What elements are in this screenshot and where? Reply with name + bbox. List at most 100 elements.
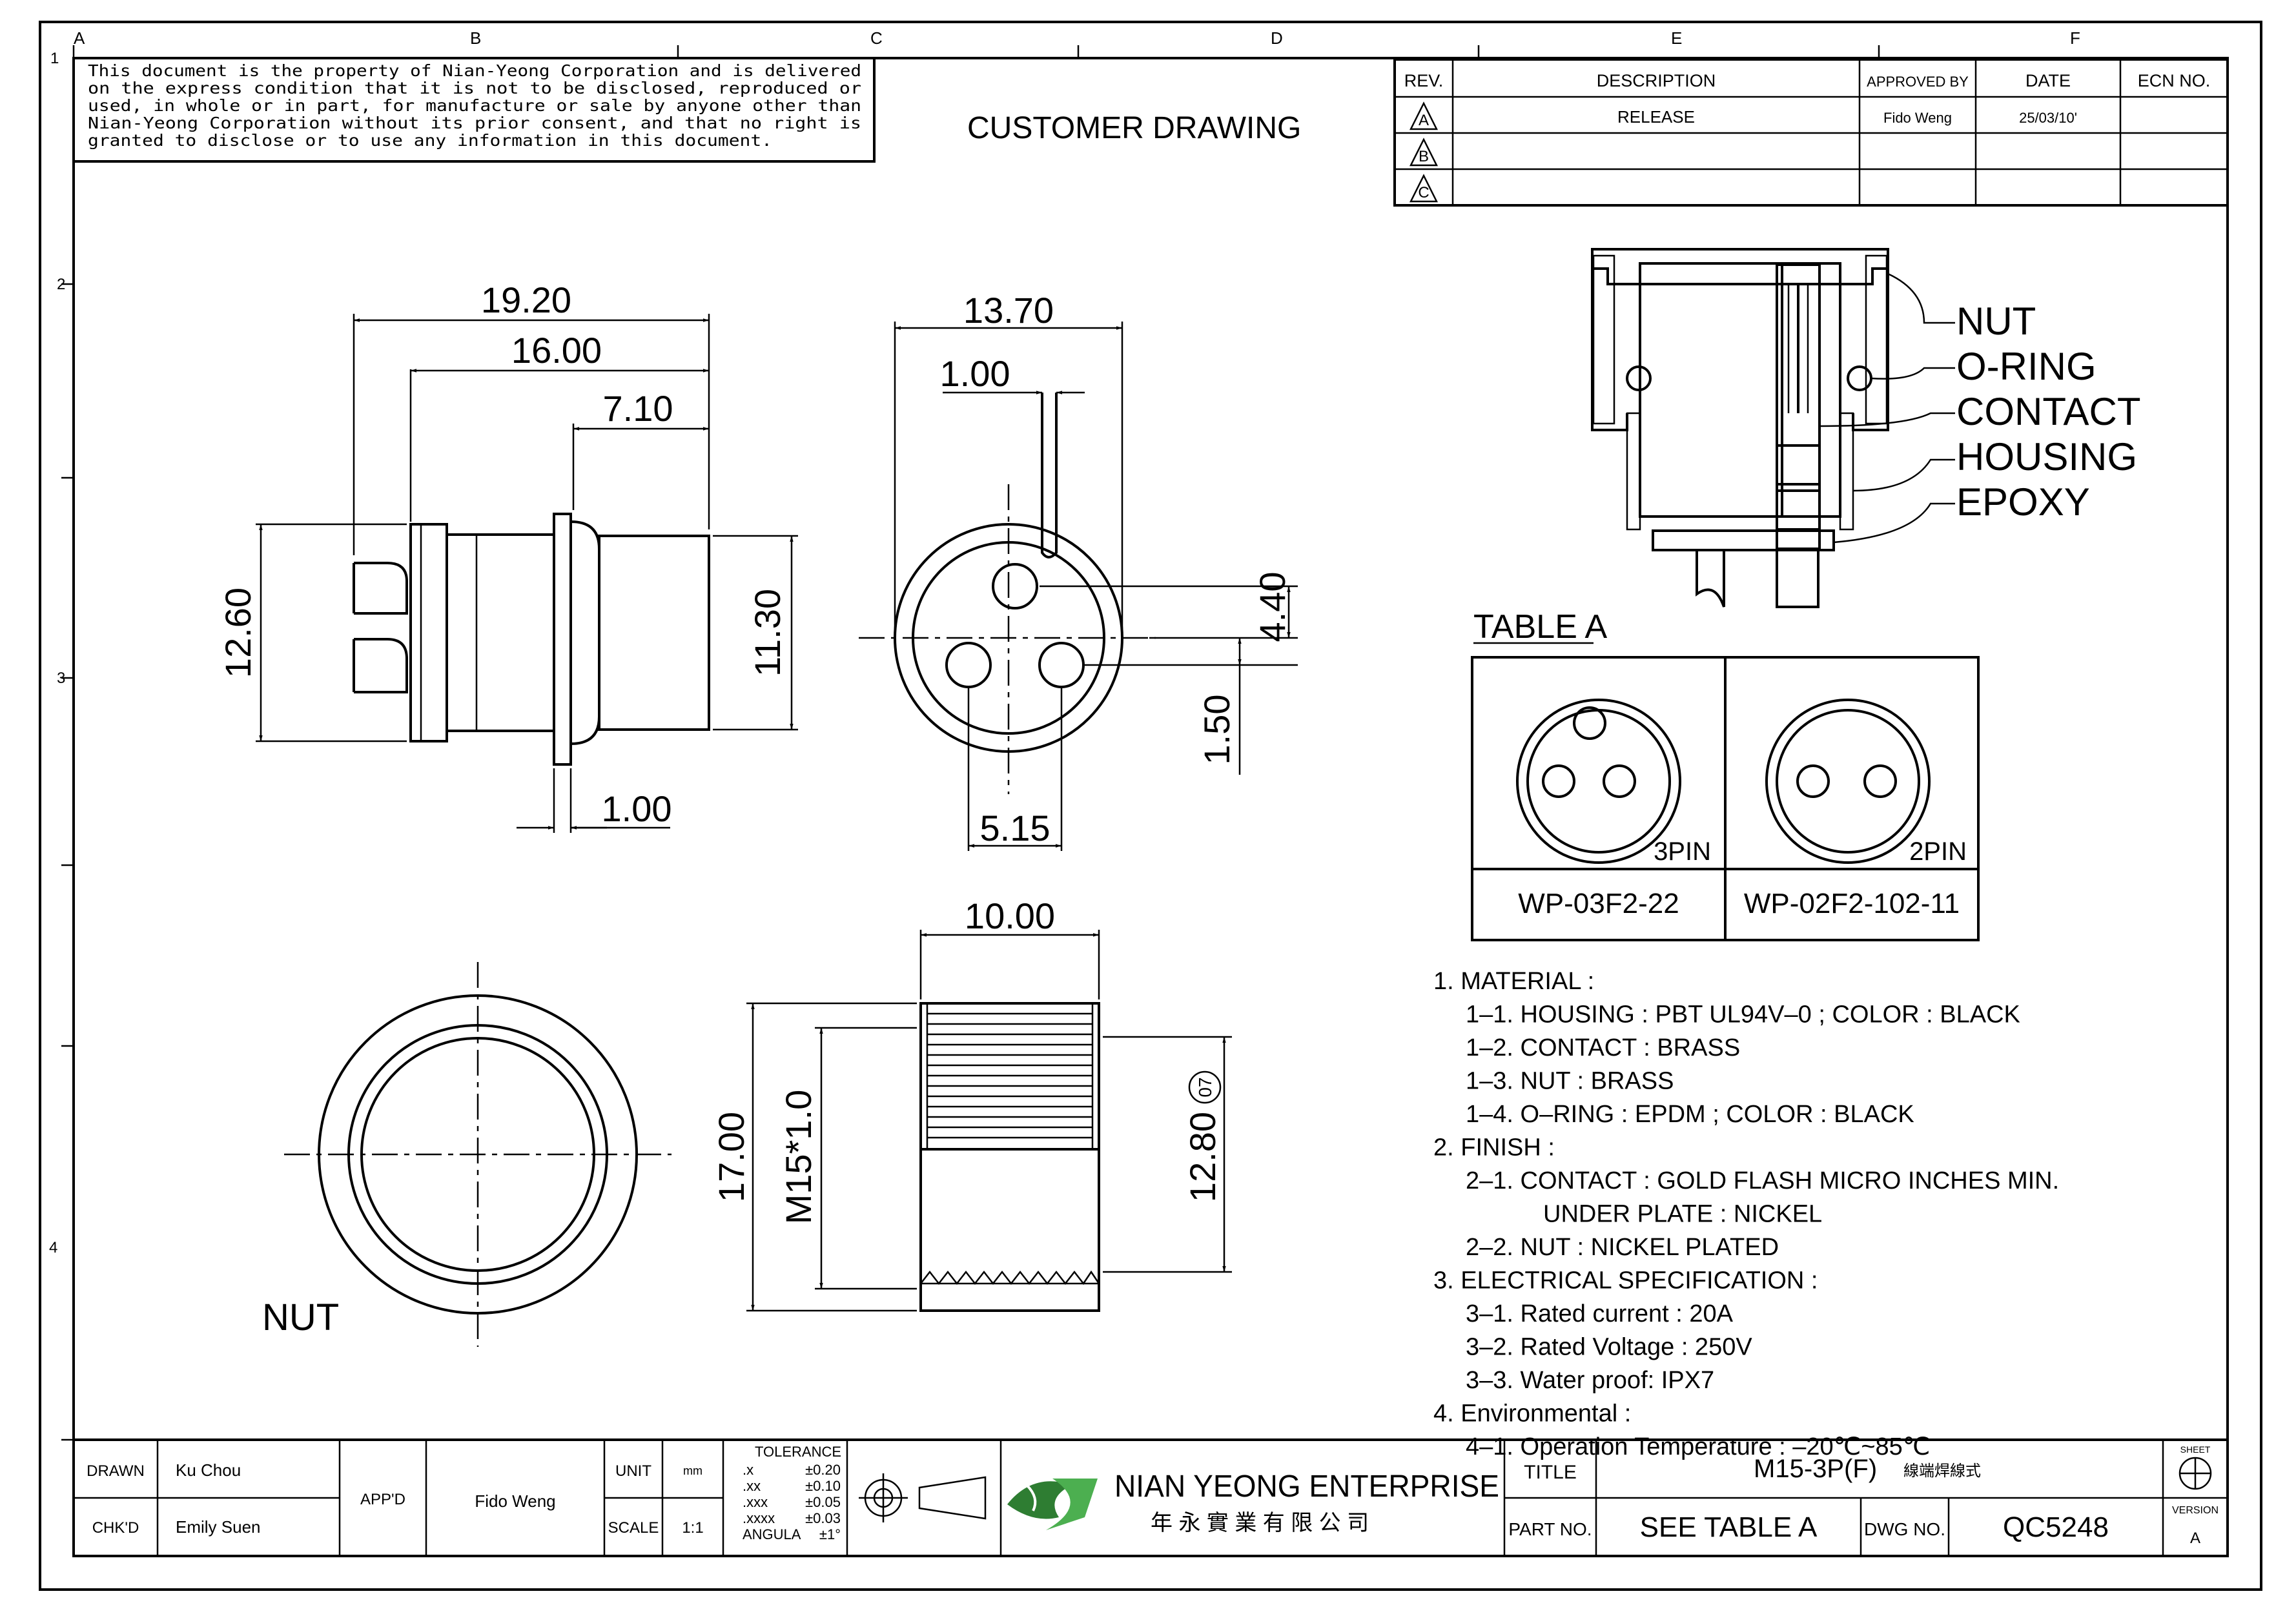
table-a-3pin-part: WP-03F2-22 [1518, 888, 1679, 919]
tolerance-value: ±0.20 [805, 1462, 841, 1478]
part-number: SEE TABLE A [1640, 1511, 1818, 1543]
note-line: 3–3. Water proof: IPX7 [1466, 1367, 1714, 1394]
zone-letter: E [1671, 28, 1682, 48]
notice-line: used, in whole or in part, for manufactu… [88, 96, 861, 115]
dim-diameter: 13.70 [963, 290, 1054, 331]
tolerance-key: .x [743, 1462, 753, 1478]
zone-letter: F [2070, 28, 2080, 48]
dwg-number: QC5248 [2003, 1511, 2109, 1543]
zone-letter: D [1271, 28, 1283, 48]
checked-by: Emily Suen [176, 1517, 261, 1537]
drawn-label: DRAWN [87, 1462, 145, 1480]
unit-value: mm [683, 1464, 702, 1477]
rev-header: REV. [1404, 71, 1444, 90]
note-line: UNDER PLATE : NICKEL [1543, 1201, 1822, 1228]
tolerance-key: ANGULA [743, 1526, 801, 1542]
dim-nut-length: 10.00 [965, 896, 1055, 936]
note-line: 2. FINISH : [1433, 1134, 1555, 1162]
note-line: 1. MATERIAL : [1433, 968, 1594, 995]
company-name: NIAN YEONG ENTERPRISE [1114, 1469, 1499, 1504]
rev-a-date: 25/03/10' [2019, 110, 2077, 126]
title-block: DRAWN Ku Chou CHK'D Emily Suen APP'D Fid… [72, 1438, 2229, 1557]
tolerance-value: ±0.05 [805, 1494, 841, 1510]
zone-letter: C [870, 28, 883, 48]
description-header: DESCRIPTION [1597, 71, 1716, 90]
dim-pin-offset: 4.40 [1252, 572, 1293, 642]
dim-nut-outer: 17.00 [711, 1112, 752, 1202]
drawing-heading: CUSTOMER DRAWING [967, 111, 1301, 145]
approved-by: Fido Weng [475, 1491, 555, 1511]
zone-letter: B [470, 28, 481, 48]
rev-c: C [1418, 184, 1429, 201]
projection-symbol [859, 1473, 987, 1522]
property-notice: This document is the property of Nian-Ye… [72, 57, 876, 163]
note-line: 3. ELECTRICAL SPECIFICATION : [1433, 1267, 1818, 1295]
notice-line: on the express condition that it is not … [88, 79, 861, 97]
company-name-cn: 年 永 實 業 有 限 公 司 [1151, 1511, 1369, 1535]
scale-label: SCALE [608, 1519, 659, 1537]
company-logo [1007, 1479, 1098, 1530]
note-line: 1–4. O–RING : EPDM ; COLOR : BLACK [1466, 1101, 1914, 1128]
specification-notes: 1. MATERIAL : 1–1. HOUSING : PBT UL94V–0 … [1433, 968, 2059, 1460]
zone-letters: A B C D E F 1 2 3 4 [49, 28, 2080, 1256]
table-a-2pin-part: WP-02F2-102-11 [1744, 888, 1960, 919]
note-mark: 07 [1195, 1077, 1215, 1097]
note-line: 3–2. Rated Voltage : 250V [1466, 1334, 1752, 1361]
notice-line: This document is the property of Nian-Ye… [88, 61, 861, 80]
approved-header: APPROVED BY [1867, 74, 1969, 90]
tolerance-value: ±0.10 [805, 1478, 841, 1494]
table-a-3pin-label: 3PIN [1654, 837, 1711, 866]
note-line: 4. Environmental : [1433, 1400, 1631, 1428]
tolerance-list: .x ±0.20 .xx ±0.10 .xxx ±0.05 .xxxx ±0.03ANGULA… [743, 1462, 841, 1542]
tolerance-value: ±0.03 [805, 1510, 841, 1526]
nut-label: NUT [262, 1296, 339, 1338]
note-line: 4–1. Operation Temperature : –20℃~85℃ [1466, 1433, 1930, 1460]
version-value: A [2190, 1530, 2200, 1547]
rev-a-approver: Fido Weng [1883, 110, 1952, 126]
sheet-label: SHEET [2180, 1444, 2211, 1455]
rev-a-description: RELEASE [1617, 107, 1695, 127]
tolerance-key: .xx [743, 1478, 761, 1494]
rev-a: A [1419, 112, 1429, 129]
table-a-2pin-label: 2PIN [1909, 837, 1967, 866]
version-label: VERSION [2172, 1505, 2219, 1516]
tolerance-key: .xxx [743, 1494, 768, 1510]
notice-line: granted to disclose or to use any inform… [88, 131, 772, 150]
dim-mid-length: 16.00 [511, 330, 602, 371]
drawn-by: Ku Chou [176, 1460, 241, 1480]
note-line: 2–1. CONTACT : GOLD FLASH MICRO INCHES M… [1466, 1167, 2059, 1194]
table-a-title: TABLE A [1473, 608, 1607, 646]
dwg-number-label: DWG NO. [1864, 1519, 1945, 1539]
tolerance-key: .xxxx [743, 1510, 775, 1526]
sheet-frame [39, 21, 2262, 1591]
dim-total-length: 19.20 [481, 280, 571, 320]
revision-table: REV. DESCRIPTION APPROVED BY DATE ECN NO… [1393, 58, 2229, 207]
dim-body: 11.30 [747, 589, 788, 677]
label-housing: HOUSING [1956, 435, 2137, 478]
checked-label: CHK'D [92, 1519, 139, 1537]
unit-label: UNIT [615, 1462, 651, 1480]
section-view: NUT O-RING CONTACT HOUSING EPOXY [1591, 248, 2141, 608]
tolerance-value: ±1° [819, 1526, 841, 1542]
label-contact: CONTACT [1956, 390, 2141, 433]
title-value: M15-3P(F) [1754, 1455, 1877, 1483]
dim-thread: M15*1.0 [778, 1090, 819, 1225]
ecn-header: ECN NO. [2138, 71, 2211, 90]
dim-front-length: 7.10 [603, 388, 673, 429]
zone-letter: A [74, 28, 85, 48]
scale-value: 1:1 [682, 1519, 703, 1537]
title-value-cn: 線端焊線式 [1903, 1462, 1981, 1480]
note-line: 1–3. NUT : BRASS [1466, 1068, 1674, 1095]
note-line: 1–1. HOUSING : PBT UL94V–0 ; COLOR : BLA… [1466, 1001, 2020, 1029]
dim-slot: 1.00 [940, 353, 1010, 394]
approved-label: APP'D [360, 1491, 405, 1508]
tolerance-title: TOLERANCE [755, 1444, 841, 1460]
table-a: TABLE A 3PIN WP-03F2-22 2PIN WP-02F2-102… [1471, 608, 1980, 941]
label-o-ring: O-RING [1956, 345, 2096, 388]
dim-height: 12.60 [218, 588, 258, 678]
dim-flange: 1.00 [602, 788, 672, 829]
dim-pin-spacing: 5.15 [980, 808, 1051, 848]
sheet-symbol [2178, 1457, 2212, 1490]
front-view: 13.70 1.00 4.40 1.50 5.15 [859, 290, 1298, 851]
